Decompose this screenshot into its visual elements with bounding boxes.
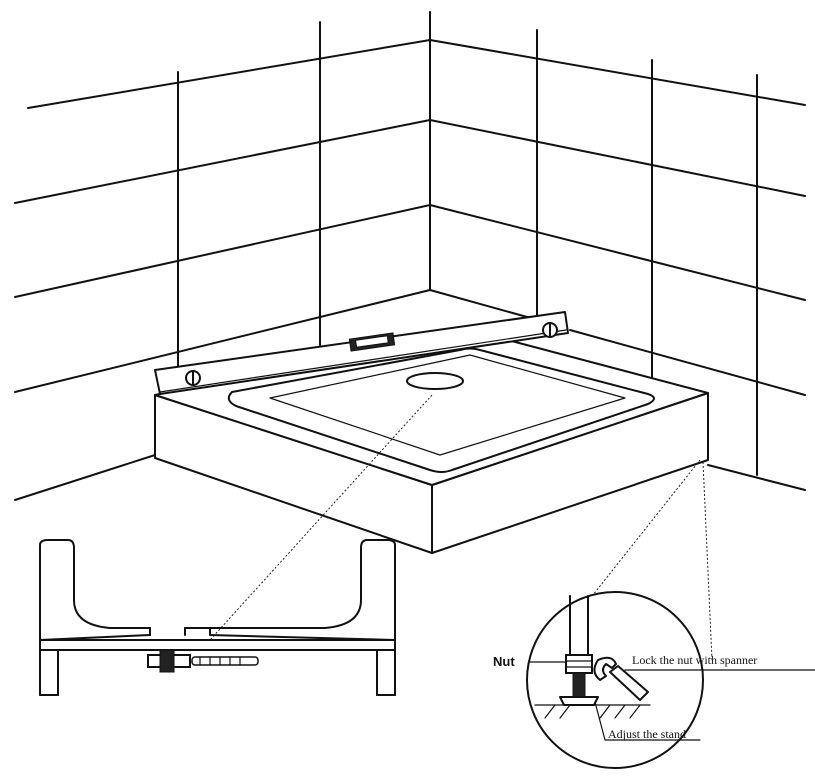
level-bar xyxy=(154,311,569,395)
nut-label: Nut xyxy=(493,654,515,669)
spanner-icon xyxy=(593,656,649,701)
drain-icon xyxy=(406,372,464,390)
nut-icon xyxy=(565,654,593,674)
left-wall-tiles xyxy=(14,11,431,501)
right-wall-tiles xyxy=(429,29,806,491)
zoom-detail xyxy=(526,591,815,769)
adjust-stand-label: Adjust the stand xyxy=(608,727,686,741)
leader-lines xyxy=(209,394,713,661)
lock-nut-label: Lock the nut with spanner xyxy=(632,653,757,667)
frame-detail xyxy=(39,539,396,696)
